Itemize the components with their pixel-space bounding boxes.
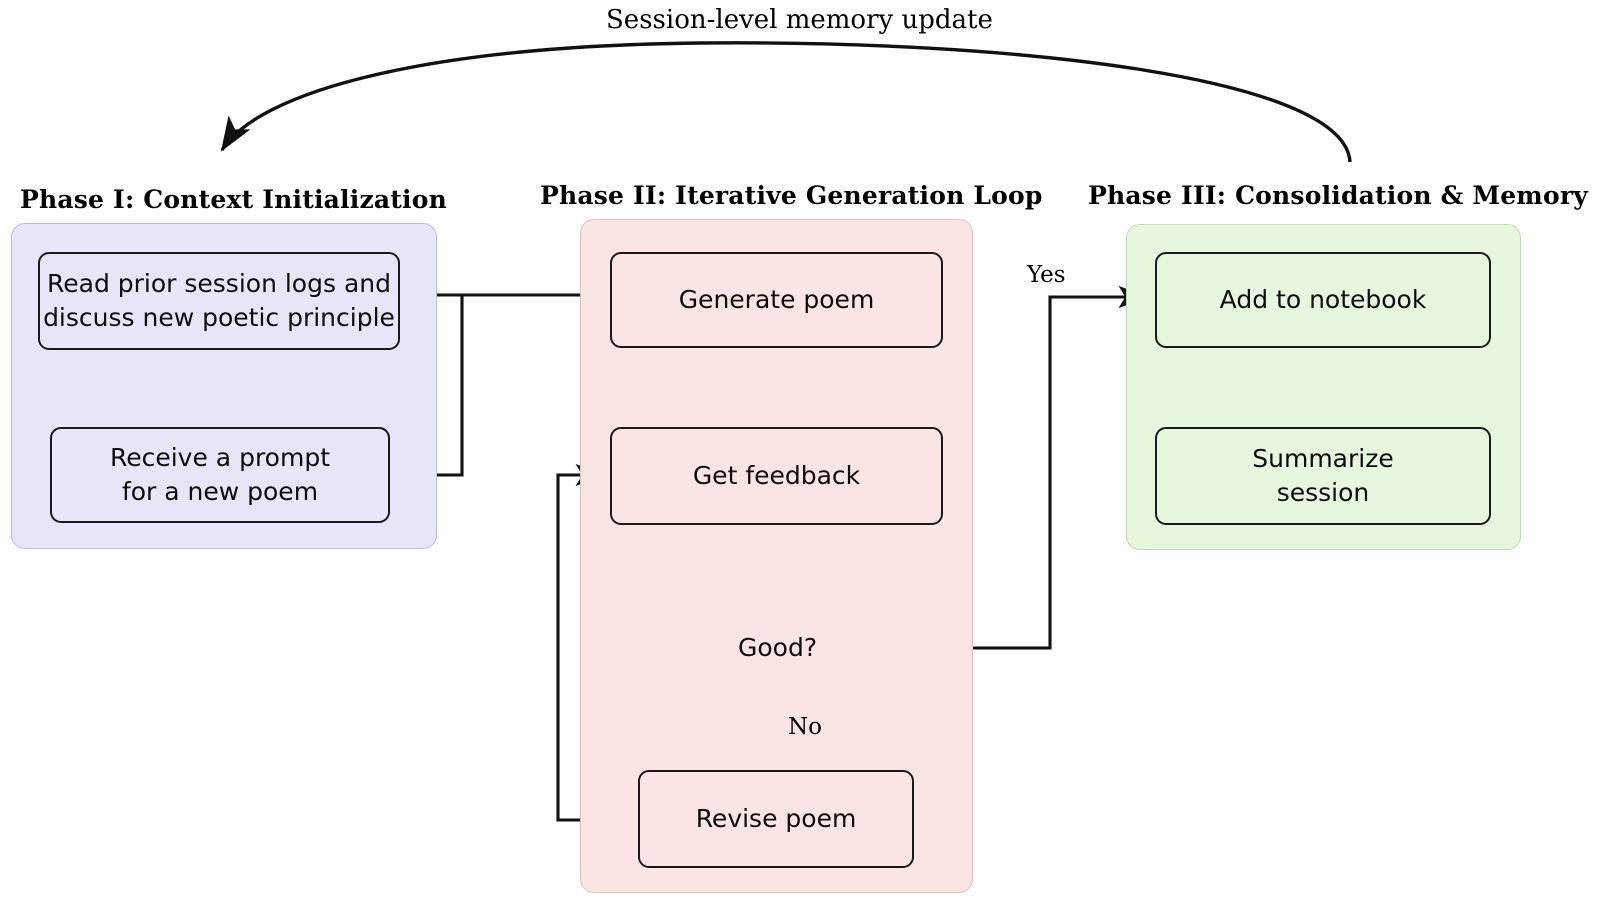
node-get-feedback[interactable]: Get feedback — [610, 427, 943, 525]
node-generate-poem-label: Generate poem — [678, 285, 875, 315]
session-memory-caption: Session-level memory update — [606, 5, 993, 35]
phase-3-title: Phase III: Consolidation & Memory — [1088, 181, 1588, 210]
node-add-to-notebook[interactable]: Add to notebook — [1155, 252, 1491, 348]
node-read-prior-session-logs[interactable]: Read prior session logs and discuss new … — [38, 252, 400, 350]
phase-1-title: Phase I: Context Initialization — [20, 185, 447, 214]
edge-label-yes: Yes — [1027, 262, 1066, 288]
phase-2-title: Phase II: Iterative Generation Loop — [540, 181, 1043, 210]
node-add-to-notebook-label: Add to notebook — [1219, 285, 1427, 315]
edge-label-no: No — [788, 714, 822, 740]
node-summarize-session-line1: Summarize — [1252, 444, 1394, 474]
phase-3-panel — [1126, 224, 1521, 550]
node-receive-prompt-line2: for a new poem — [121, 477, 319, 506]
node-read-logs-line2: discuss new poetic principle — [43, 303, 395, 332]
node-good-decision-label[interactable]: Good? — [738, 633, 818, 662]
phase-1-panel — [11, 223, 437, 549]
node-generate-poem[interactable]: Generate poem — [610, 252, 943, 348]
node-summarize-session[interactable]: Summarize session — [1155, 427, 1491, 525]
node-read-logs-line1: Read prior session logs and — [47, 269, 391, 299]
node-revise-poem-label: Revise poem — [695, 804, 857, 834]
edge-session-memory-update — [220, 41, 1352, 163]
node-receive-a-prompt[interactable]: Receive a prompt for a new poem — [50, 427, 390, 523]
node-receive-prompt-line1: Receive a prompt — [109, 443, 330, 473]
node-revise-poem[interactable]: Revise poem — [638, 770, 914, 868]
node-summarize-session-line2: session — [1276, 478, 1370, 507]
node-get-feedback-label: Get feedback — [692, 461, 861, 491]
